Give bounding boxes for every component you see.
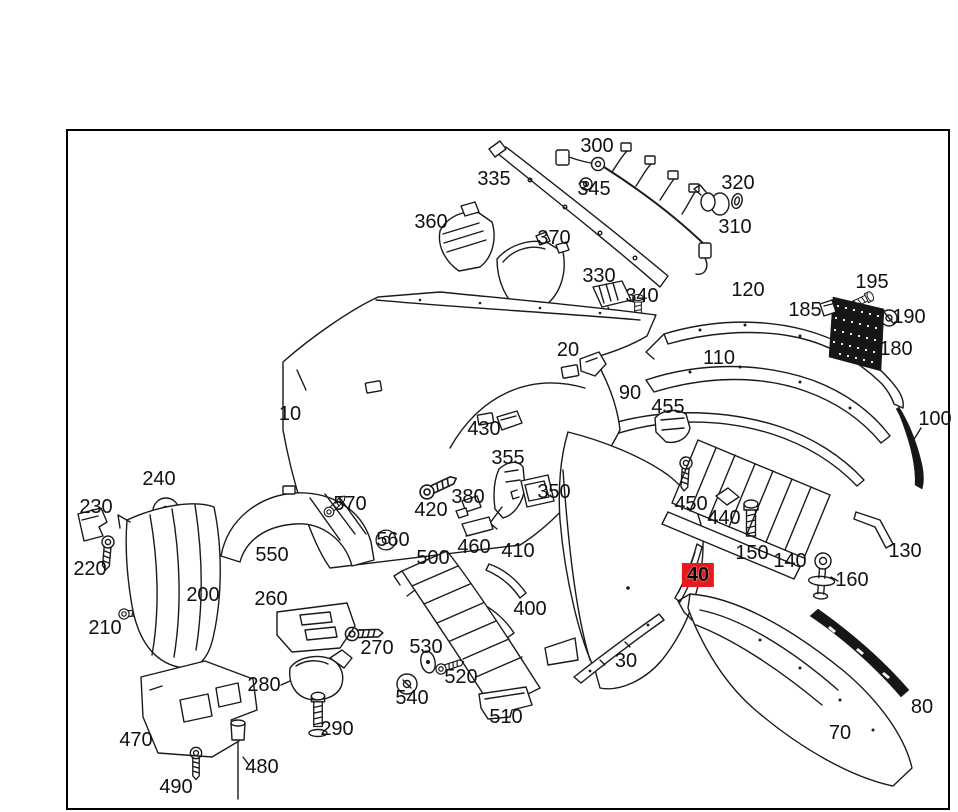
- part-label-370[interactable]: 370: [537, 227, 571, 249]
- part-label-40[interactable]: 40: [681, 563, 715, 587]
- part-300-sensor-harness: [555, 142, 712, 275]
- part-label-560[interactable]: 560: [376, 529, 410, 551]
- part-label-240[interactable]: 240: [142, 468, 176, 490]
- part-label-450[interactable]: 450: [674, 493, 708, 515]
- part-230-clip: [77, 507, 108, 542]
- part-label-180[interactable]: 180: [879, 338, 913, 360]
- part-label-460[interactable]: 460: [457, 536, 491, 558]
- part-410-trim-arc: [485, 563, 527, 599]
- part-550-wheel-arch-liner: [220, 485, 375, 567]
- part-label-440[interactable]: 440: [707, 507, 741, 529]
- part-label-230[interactable]: 230: [79, 496, 113, 518]
- part-label-70[interactable]: 70: [828, 722, 852, 744]
- part-label-500[interactable]: 500: [416, 547, 450, 569]
- part-label-330[interactable]: 330: [582, 265, 616, 287]
- part-label-140[interactable]: 140: [773, 550, 807, 572]
- part-260-bracket: [276, 602, 356, 653]
- part-label-310[interactable]: 310: [718, 216, 752, 238]
- part-280-bracket: [289, 649, 353, 701]
- part-360-bracket: [438, 201, 495, 272]
- part-530-washer: [420, 650, 436, 674]
- part-80-trim-strip: [809, 608, 910, 698]
- part-455-clip: [654, 409, 691, 444]
- part-290-screw: [308, 691, 328, 738]
- part-320-seal-ring: [731, 192, 743, 210]
- part-480-rivet: [230, 719, 246, 800]
- part-180-mesh-grille: [828, 296, 885, 372]
- part-185-clip: [819, 299, 837, 317]
- part-335-reinforcement-strip: [488, 140, 669, 288]
- part-190-grommet: [880, 309, 898, 327]
- part-label-470[interactable]: 470: [119, 729, 153, 751]
- part-540-grommet: [396, 673, 418, 695]
- part-90-trim-strip: [597, 412, 865, 487]
- part-label-570[interactable]: 570: [333, 493, 367, 515]
- part-label-335[interactable]: 335: [477, 168, 511, 190]
- part-label-290[interactable]: 290: [320, 718, 354, 740]
- part-label-430[interactable]: 430: [467, 418, 501, 440]
- part-10-bumper-cover: [282, 291, 704, 690]
- leader-lines: [242, 427, 922, 766]
- part-370-cover: [496, 231, 570, 312]
- part-label-350[interactable]: 350: [537, 481, 571, 503]
- part-110-trim-strip: [645, 365, 891, 444]
- part-label-130[interactable]: 130: [888, 540, 922, 562]
- part-label-360[interactable]: 360: [414, 211, 448, 233]
- part-500-impact-absorber: [393, 550, 541, 712]
- part-label-10[interactable]: 10: [278, 403, 302, 425]
- part-label-490[interactable]: 490: [159, 776, 193, 798]
- part-label-550[interactable]: 550: [255, 544, 289, 566]
- part-200-wheel-arch-liner: [117, 503, 221, 669]
- part-label-480[interactable]: 480: [245, 756, 279, 778]
- part-310-sensor: [693, 184, 730, 216]
- part-label-220[interactable]: 220: [73, 558, 107, 580]
- part-label-270[interactable]: 270: [360, 637, 394, 659]
- part-label-195[interactable]: 195: [855, 271, 889, 293]
- part-label-540[interactable]: 540: [395, 687, 429, 709]
- part-380-clip: [455, 495, 482, 519]
- part-70-diffuser: [677, 593, 913, 787]
- part-label-150[interactable]: 150: [735, 542, 769, 564]
- part-120-trim-strip: [645, 321, 904, 409]
- part-label-420[interactable]: 420: [414, 499, 448, 521]
- part-label-90[interactable]: 90: [618, 382, 642, 404]
- part-label-100[interactable]: 100: [918, 408, 952, 430]
- part-label-20[interactable]: 20: [556, 339, 580, 361]
- part-label-260[interactable]: 260: [254, 588, 288, 610]
- part-label-340[interactable]: 340: [625, 285, 659, 307]
- part-label-530[interactable]: 530: [409, 636, 443, 658]
- part-label-80[interactable]: 80: [910, 696, 934, 718]
- part-label-110[interactable]: 110: [703, 347, 735, 369]
- part-label-320[interactable]: 320: [721, 172, 755, 194]
- part-130-trim-strip: [853, 511, 894, 549]
- part-label-30[interactable]: 30: [614, 650, 638, 672]
- part-label-200[interactable]: 200: [186, 584, 220, 606]
- part-label-355[interactable]: 355: [491, 447, 525, 469]
- part-label-400[interactable]: 400: [513, 598, 547, 620]
- part-label-520[interactable]: 520: [444, 666, 478, 688]
- part-label-510[interactable]: 510: [489, 706, 523, 728]
- part-20-clip: [579, 351, 607, 377]
- part-label-345[interactable]: 345: [577, 178, 611, 200]
- part-label-455[interactable]: 455: [651, 396, 685, 418]
- part-430-clip: [496, 410, 523, 431]
- part-label-300[interactable]: 300: [580, 135, 614, 157]
- part-label-380[interactable]: 380: [451, 486, 485, 508]
- part-label-410[interactable]: 410: [501, 540, 535, 562]
- part-100-trim-strip: [895, 406, 924, 490]
- part-label-190[interactable]: 190: [892, 306, 926, 328]
- part-460-bracket: [461, 516, 494, 537]
- part-label-210[interactable]: 210: [88, 617, 122, 639]
- part-label-280[interactable]: 280: [247, 674, 281, 696]
- part-label-160[interactable]: 160: [835, 569, 869, 591]
- part-345-nut: [579, 177, 593, 191]
- part-label-120[interactable]: 120: [731, 279, 765, 301]
- part-350-module: [510, 474, 555, 508]
- part-510-bracket: [478, 686, 533, 720]
- part-30-trim-strip: [573, 613, 665, 684]
- part-440-nut: [715, 487, 740, 506]
- part-label-185[interactable]: 185: [788, 299, 822, 321]
